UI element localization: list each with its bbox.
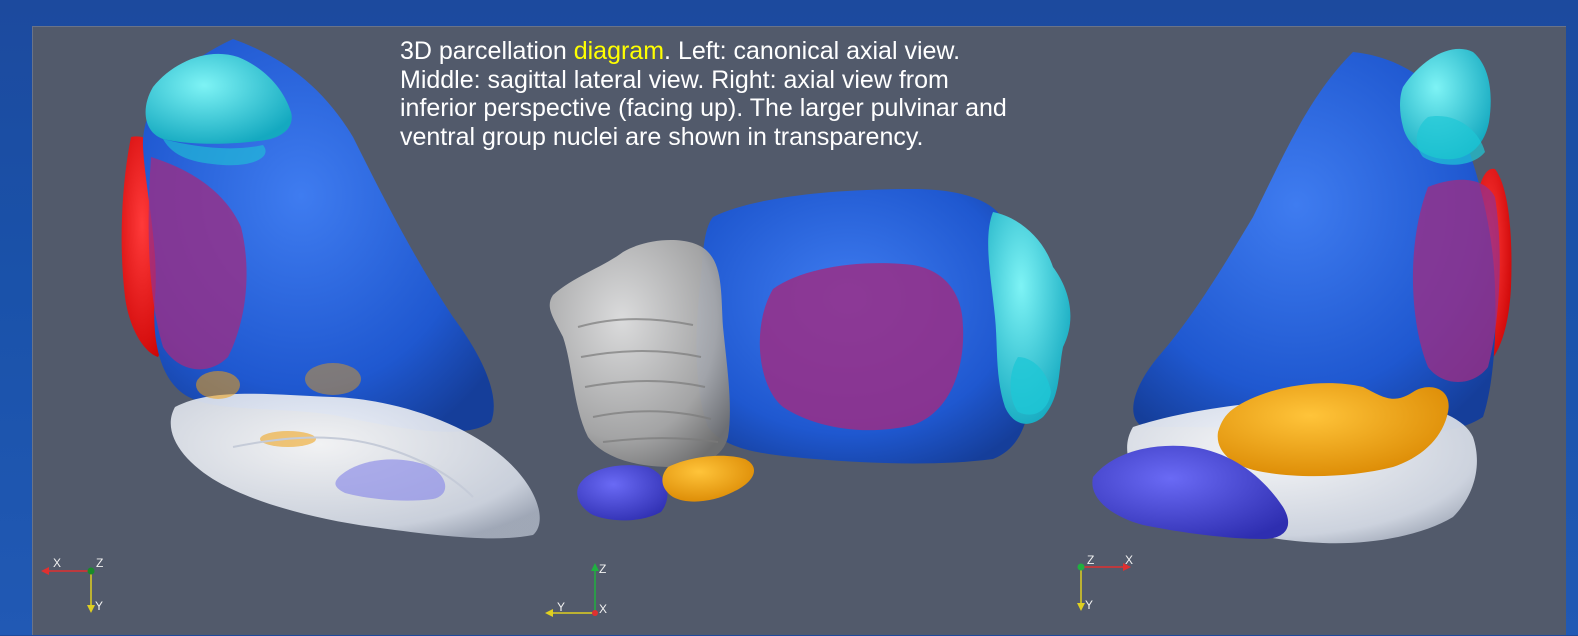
middle-sagittal-view (550, 189, 1071, 520)
right-axis-h-label: X (1125, 553, 1133, 567)
middle-magenta-nucleus (760, 263, 963, 430)
caption-highlight: diagram (574, 37, 664, 65)
middle-grey-nucleus (550, 240, 730, 467)
middle-axis-h-label: Y (557, 600, 565, 614)
left-axis-h-label: X (53, 556, 61, 570)
right-axis-v-label: Y (1085, 598, 1093, 612)
middle-violet-nucleus (577, 465, 667, 520)
figure-caption: 3D parcellation diagram. Left: canonical… (400, 37, 1300, 151)
left-axis-v-label: Y (95, 599, 103, 613)
right-magenta-nucleus (1413, 180, 1500, 382)
right-axis-corner-label: Z (1087, 553, 1094, 567)
left-orange-blob-b (305, 363, 361, 395)
left-axis-corner-label: Z (96, 556, 103, 570)
left-axis-triad: X Z Y (41, 556, 103, 613)
middle-axis-v-label: Z (599, 562, 606, 576)
render-viewport: X Z Y Y Z X Z X (32, 26, 1566, 635)
middle-axis-corner-label: X (599, 602, 607, 616)
left-orange-blob-a (196, 371, 240, 399)
middle-axis-triad: Y Z X (545, 562, 607, 617)
right-axis-triad: Z X Y (1077, 553, 1133, 612)
caption-part-1: 3D parcellation (400, 37, 574, 65)
